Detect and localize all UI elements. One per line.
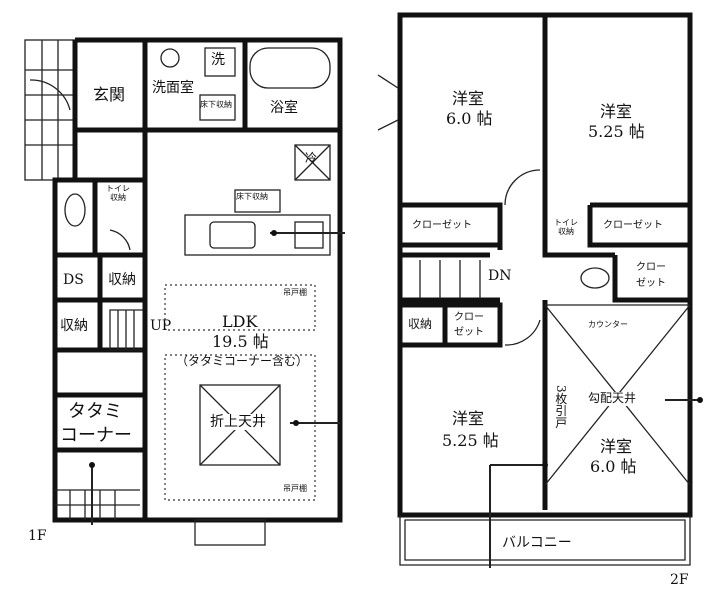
vaulted-ceiling-label: 勾配天井 [588,391,637,406]
room1-size: 6.0 帖 [446,109,493,128]
entry-door-swing [29,79,71,111]
ldk-size-label: 19.5 帖 [212,332,269,351]
closet1-label: クローゼット [412,220,472,231]
stairs-up [109,309,146,351]
senmenjo-label: 洗面室 [152,80,194,96]
closet4-label-b: ゼット [454,327,484,338]
underfloor-storage-wash [199,94,236,121]
ldk-dotted-area [164,284,316,331]
genkan-label: 玄関 [93,85,126,104]
raised-ceiling [199,384,281,466]
fridge-label: 冷 [305,151,318,165]
yokushitsu-label: 浴室 [270,100,298,116]
underfloor-storage-label-2: 床下収納 [236,192,268,201]
tatami-label-1: タタミ [68,401,122,422]
washer [204,47,236,77]
bay-window [194,519,266,546]
tatami-label-2: コーナー [60,425,132,446]
tatami-steps [55,489,140,520]
dn-label: DN [488,268,512,284]
storage-2f-label: 収納 [408,317,433,331]
balcony-rail [399,515,691,566]
room4-size: 6.0 帖 [590,457,637,476]
toilet-storage-label: トイレ収納 [106,184,130,203]
room2-size: 5.25 帖 [588,122,645,141]
closet3-label-b: ゼット [636,278,666,289]
underfloor-storage-ldk [234,189,281,213]
ldk-note-label: （タタミコーナー含む） [176,354,309,368]
floor1-plan [24,37,345,546]
toilet-storage-2f-label: トイレ収納 [554,218,578,237]
room1-name: 洋室 [452,89,485,108]
washer-label: 洗 [211,52,225,68]
toilet-1f [64,193,86,227]
sliding-door-label: 3枚引戸 [553,385,568,429]
raised-ceiling-label: 折上天井 [210,414,266,431]
kitchen-counter [184,214,331,256]
underfloor-storage-label-1: 床下収納 [200,100,232,109]
fridge [294,144,331,181]
wash-basin [160,48,180,68]
storage-label-1: 収納 [108,272,136,288]
room3-size: 5.25 帖 [442,431,499,450]
floor1-label: 1F [28,528,47,544]
stairs-2f [419,260,481,298]
tatami-corner-dotted [164,354,316,501]
kitchen-stove [294,221,324,249]
room3-name: 洋室 [452,409,485,428]
room4-name: 洋室 [600,437,633,456]
storage-label-2: 収納 [60,318,88,334]
balcony-label: バルコニー [502,535,572,551]
ldk-label: LDK [222,312,258,331]
cabinet-label-1: 吊戸棚 [283,288,307,297]
ds-label: DS [63,272,84,288]
closet3-label-a: クロー [636,262,666,273]
closet4-label-a: クロー [454,312,484,323]
room2-name: 洋室 [600,102,633,121]
bathtub [249,47,331,89]
up-label: UP [150,318,172,334]
kitchen-sink [209,221,256,249]
counter-label: カウンター [588,320,628,329]
toilet-2f [580,267,610,289]
entry-steps [24,39,76,181]
floor2-label: 2F [670,572,689,588]
cabinet-label-2: 吊戸棚 [283,484,307,493]
floor2-plan [377,12,703,568]
closet2-label: クローゼット [603,220,663,231]
